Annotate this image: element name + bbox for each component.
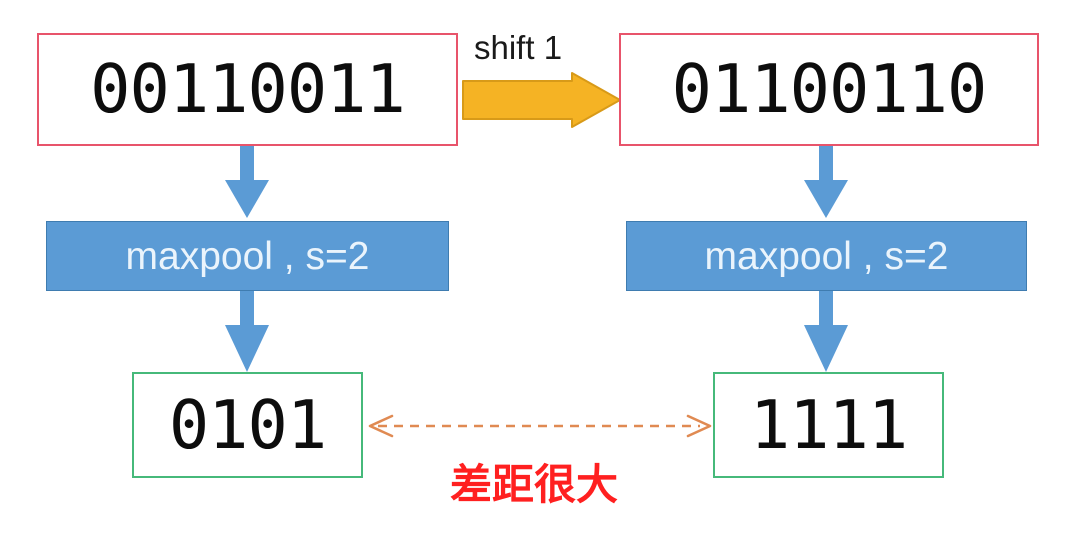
shift-label: shift 1 (474, 29, 563, 66)
down-arrow-icon (225, 146, 269, 218)
gap-annotation-label: 差距很大 (450, 460, 619, 509)
double-headed-dashed-arrow-icon (368, 414, 712, 438)
input-binary-box-left: 00110011 (37, 33, 458, 146)
maxpool-box-right: maxpool , s=2 (626, 221, 1027, 291)
output-value-left: 0101 (168, 385, 327, 464)
output-value-right: 1111 (749, 385, 908, 464)
input-binary-value-left: 00110011 (90, 50, 406, 128)
input-binary-box-right: 01100110 (619, 33, 1039, 146)
output-box-right: 1111 (713, 372, 944, 478)
maxpool-label-right: maxpool , s=2 (704, 234, 949, 278)
down-arrow-icon (225, 291, 269, 372)
maxpool-label-left: maxpool , s=2 (125, 234, 370, 278)
input-binary-value-right: 01100110 (671, 50, 988, 128)
maxpool-box-left: maxpool , s=2 (46, 221, 449, 291)
output-box-left: 0101 (132, 372, 363, 478)
down-arrow-icon (804, 146, 848, 218)
right-block-arrow-icon (462, 72, 621, 128)
down-arrow-icon (804, 291, 848, 372)
